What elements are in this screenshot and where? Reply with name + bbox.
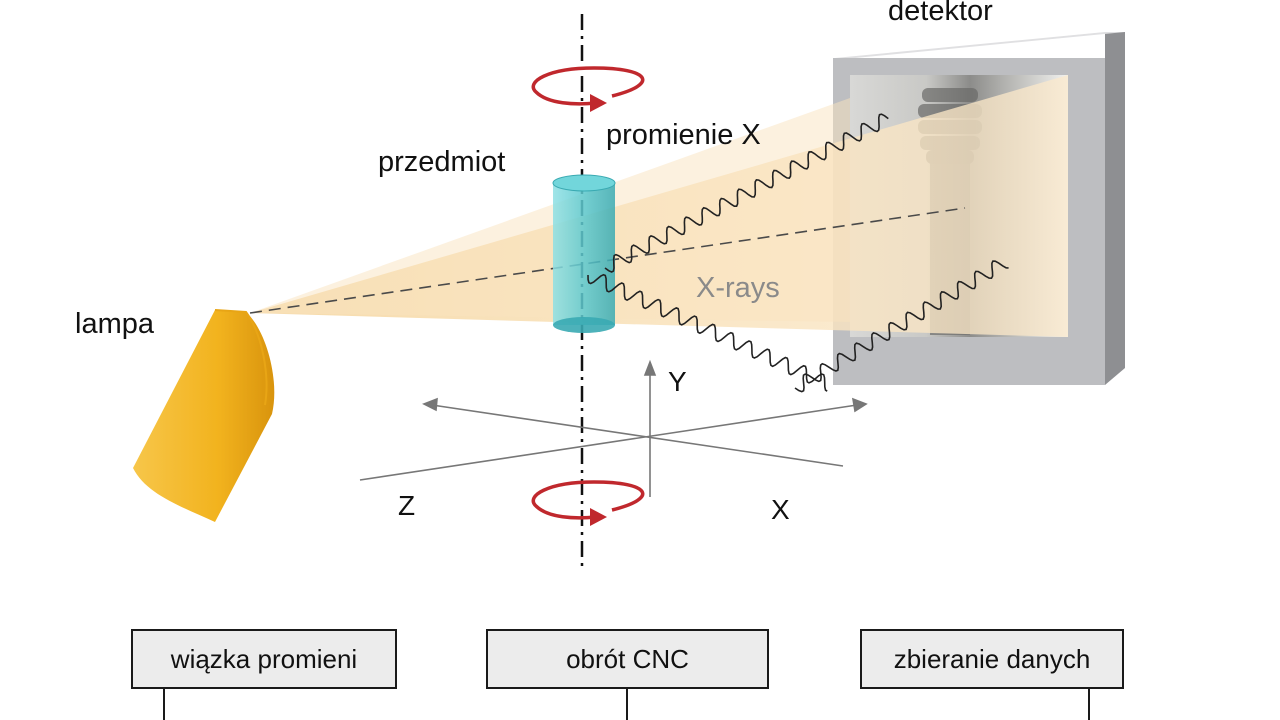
beam-box: wiązka promieni [131, 629, 397, 689]
object-cylinder [552, 174, 616, 333]
beam-box-connector [163, 689, 165, 720]
cnc-rotation-box: obrót CNC [486, 629, 769, 689]
axis-x-label: X [771, 494, 790, 525]
data-collection-box-connector [1088, 689, 1090, 720]
rotation-arrow-bottom [531, 480, 645, 526]
xrays-english-label: X-rays [696, 272, 780, 304]
axis-z-label: Z [398, 490, 416, 521]
xray-wave-lines [587, 113, 1009, 393]
coordinate-axes [359, 359, 868, 497]
lamp-tube [133, 309, 275, 522]
rotation-arrow-top [531, 66, 645, 112]
xray-beam [249, 75, 1068, 337]
detector-label: detektor [888, 0, 993, 27]
xrays-polish-label: promienie X [606, 119, 761, 151]
cnc-rotation-box-connector [626, 689, 628, 720]
object-label: przedmiot [378, 146, 506, 178]
data-collection-box: zbieranie danych [860, 629, 1124, 689]
axis-y-label: Y [668, 366, 687, 397]
lamp-label: lampa [75, 308, 154, 340]
